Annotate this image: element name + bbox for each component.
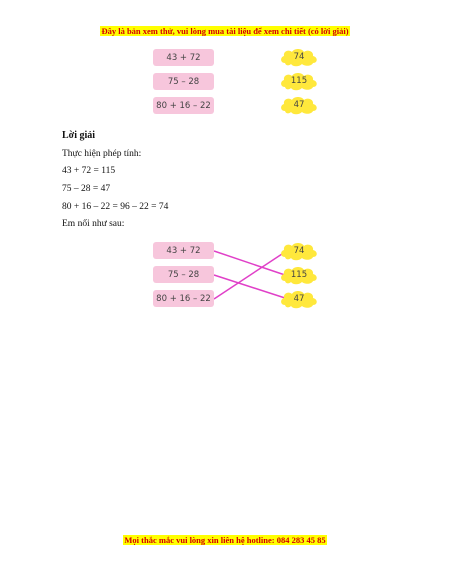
match-line — [213, 274, 286, 299]
cloud-shape-icon — [281, 49, 317, 67]
solution-step: 80 + 16 – 22 = 96 – 22 = 74 — [62, 202, 169, 212]
result-value: 115 — [290, 76, 308, 86]
match-line — [213, 250, 286, 276]
result-value: 47 — [293, 294, 305, 304]
expression-card: 75 – 28 — [153, 73, 214, 90]
expression-card: 80 + 16 – 22 — [153, 290, 214, 307]
solution-step: 43 + 72 = 115 — [62, 166, 116, 176]
result-cloud: 115 — [279, 265, 319, 285]
match-line — [213, 251, 286, 300]
cloud-shape-icon — [281, 267, 317, 285]
result-cloud: 47 — [279, 95, 319, 115]
cloud-shape-icon — [281, 73, 317, 91]
hotline-banner-text: Mọi thắc mắc vui lòng xin liên hệ hotlin… — [123, 535, 327, 545]
result-cloud: 74 — [279, 241, 319, 261]
result-value: 74 — [293, 52, 305, 62]
expression-card: 80 + 16 – 22 — [153, 97, 214, 114]
cloud-shape-icon — [281, 243, 317, 261]
solution-intro: Thực hiện phép tính: — [62, 149, 142, 159]
cloud-shape-icon — [281, 97, 317, 115]
expression-card: 43 + 72 — [153, 49, 214, 66]
result-cloud: 74 — [279, 47, 319, 67]
solution-step: 75 – 28 = 47 — [62, 184, 111, 194]
result-cloud: 115 — [279, 71, 319, 91]
expression-card: 43 + 72 — [153, 242, 214, 259]
hotline-banner: Mọi thắc mắc vui lòng xin liên hệ hotlin… — [0, 535, 450, 545]
cloud-shape-icon — [281, 291, 317, 309]
preview-banner: Đây là bản xem thử, vui lòng mua tài liệ… — [0, 26, 450, 36]
solution-outro: Em nối như sau: — [62, 219, 125, 229]
result-value: 74 — [293, 246, 305, 256]
result-value: 115 — [290, 270, 308, 280]
result-value: 47 — [293, 100, 305, 110]
result-cloud: 47 — [279, 289, 319, 309]
preview-banner-text: Đây là bản xem thử, vui lòng mua tài liệ… — [100, 26, 350, 36]
solution-heading: Lời giải — [62, 130, 96, 141]
expression-card: 75 – 28 — [153, 266, 214, 283]
